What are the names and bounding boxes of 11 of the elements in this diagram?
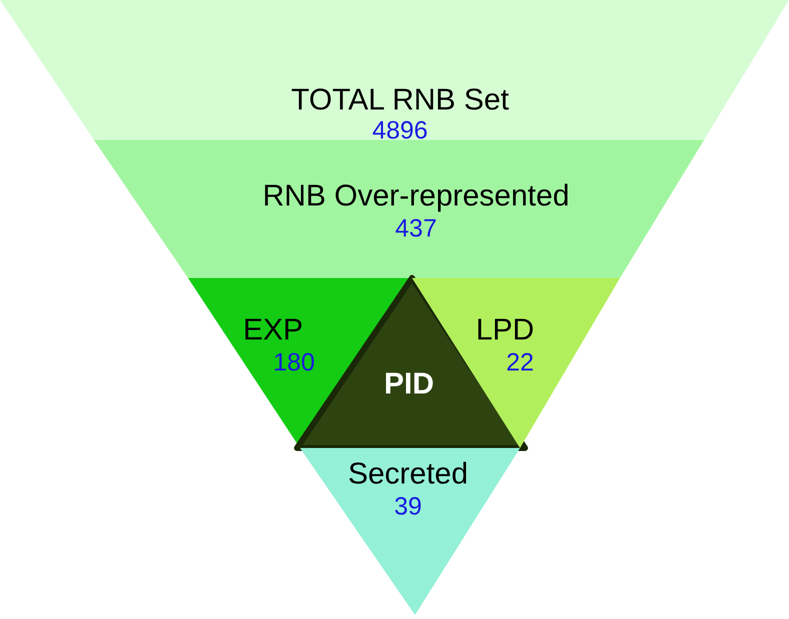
segment-label: RNB Over-represented	[262, 180, 570, 212]
count-value: 437	[395, 215, 437, 243]
segment-label: PID	[384, 368, 434, 400]
segment-label: LPD	[476, 314, 534, 346]
count-value: 39	[394, 493, 422, 521]
count-value: 180	[273, 349, 315, 377]
segment-label: EXP	[242, 314, 304, 346]
segment-label: TOTAL RNB Set	[291, 84, 509, 116]
count-value: 22	[506, 349, 534, 377]
segment-label: Secreted	[348, 458, 468, 490]
count-value: 4896	[372, 117, 428, 145]
